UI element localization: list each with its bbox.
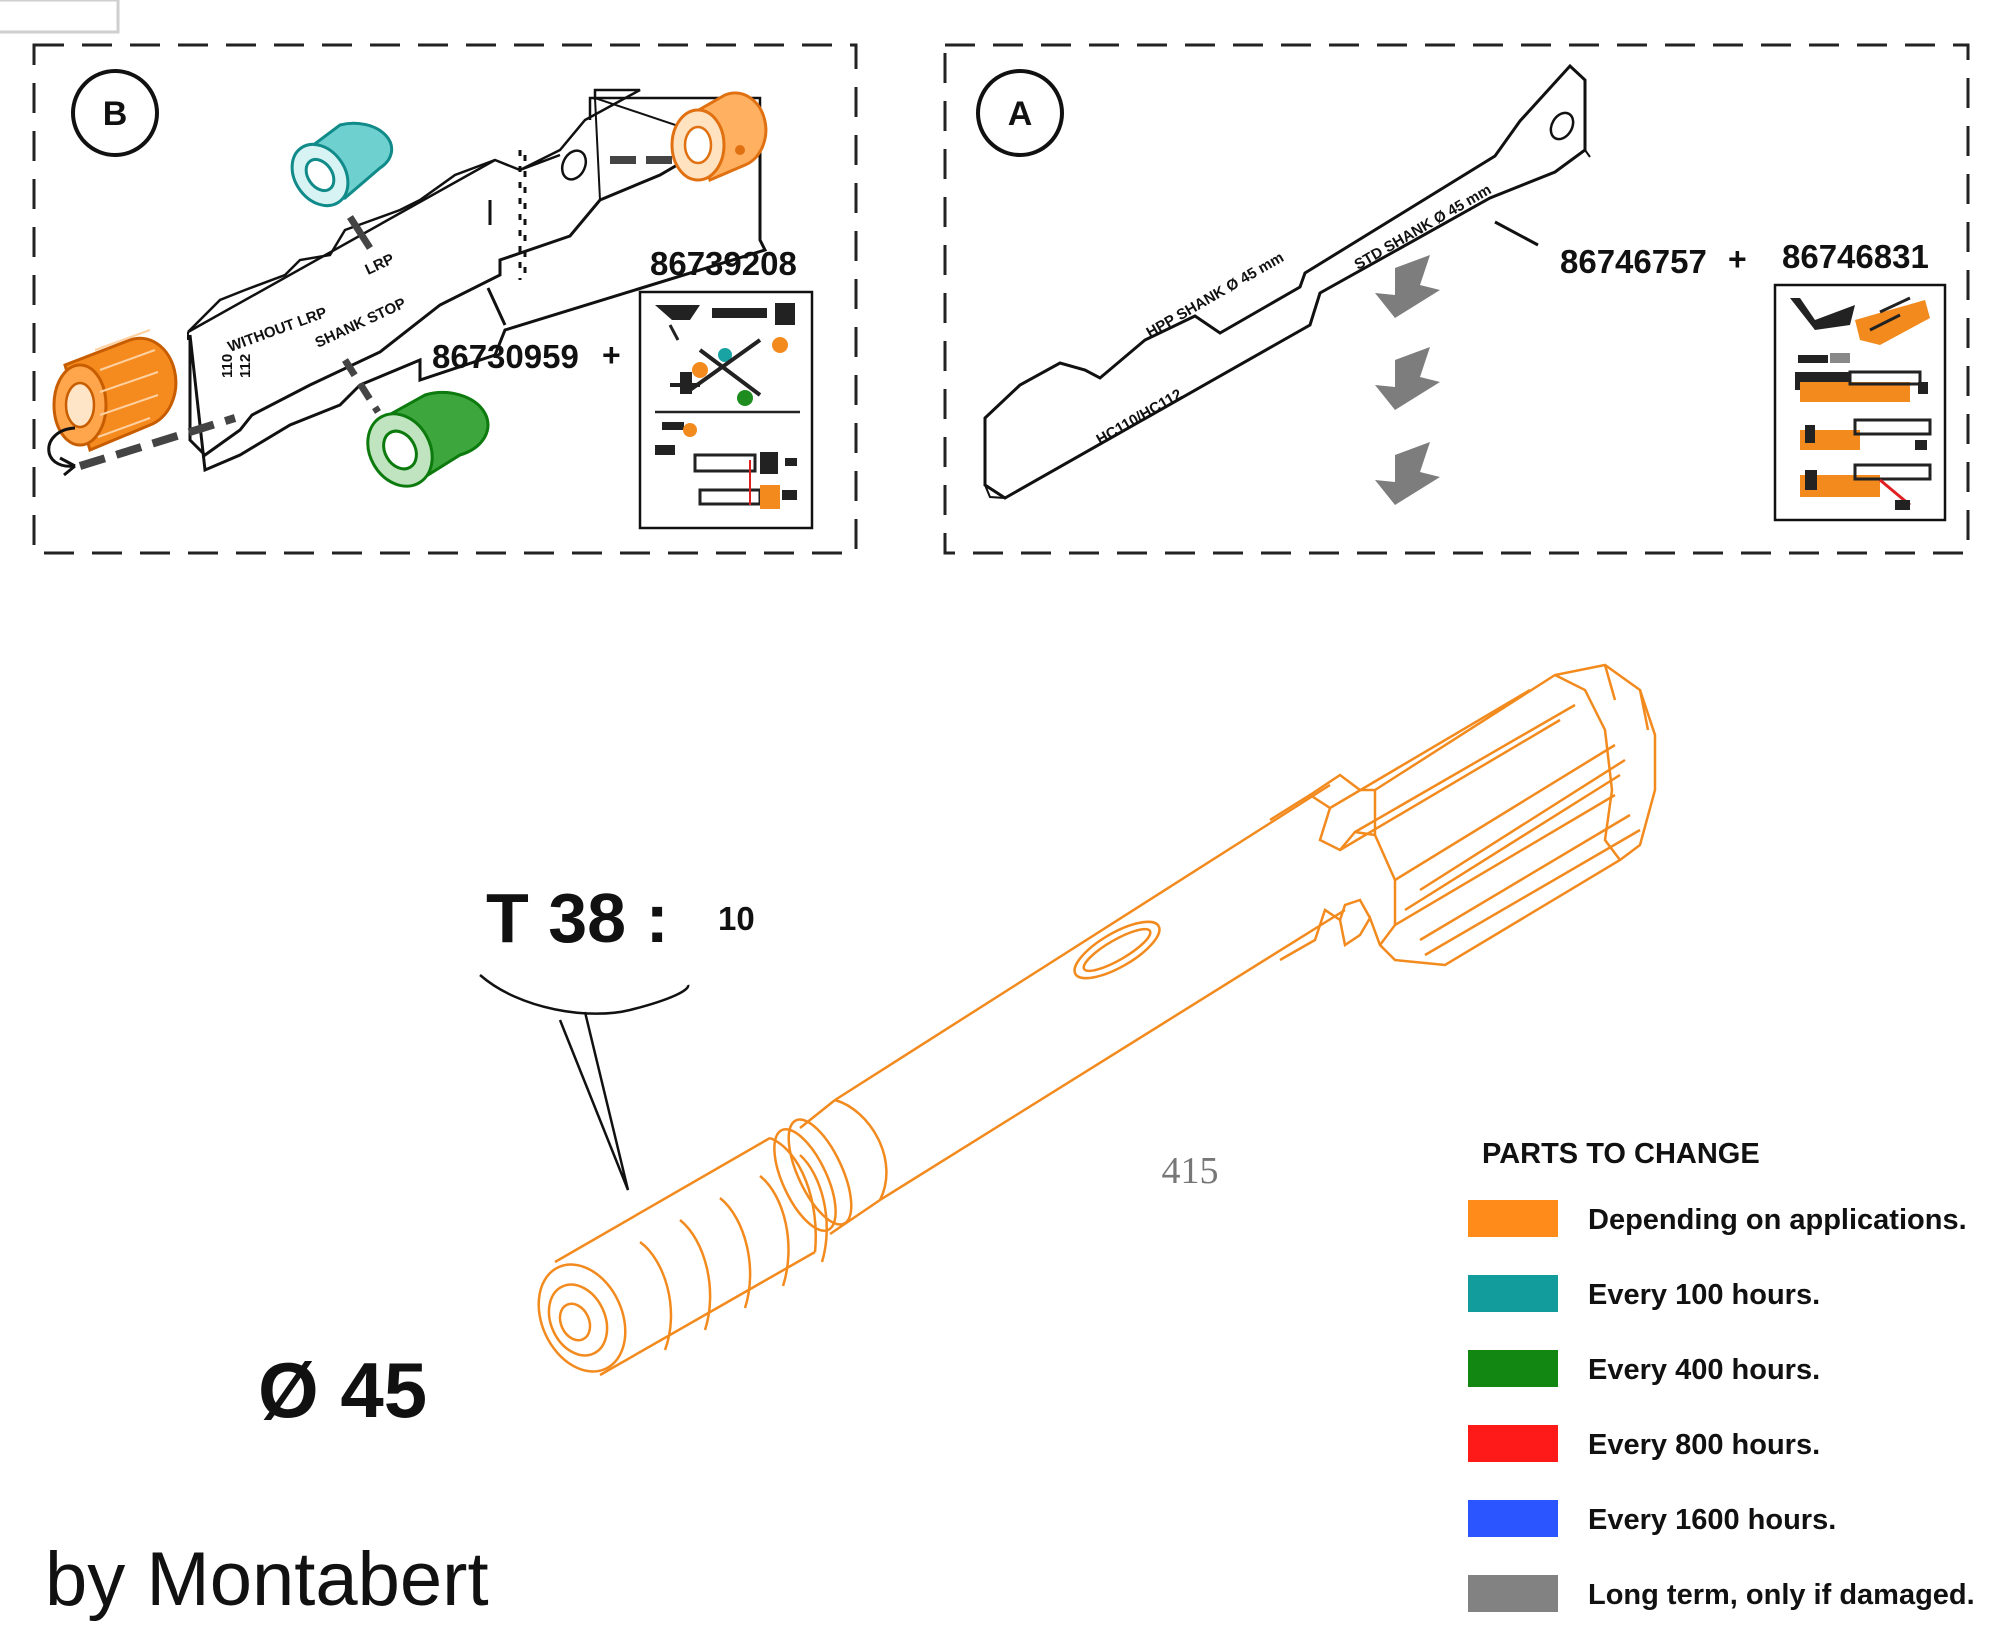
legend-swatch — [1468, 1575, 1558, 1612]
leader-part-a — [1494, 220, 1539, 247]
panel-b-card-number: 86739208 — [650, 245, 797, 282]
panel-b-label: B — [103, 95, 128, 133]
panel-a-frame — [943, 43, 1970, 555]
leader-hook-arrow — [59, 456, 76, 477]
panel-a-plus: + — [1728, 241, 1747, 277]
instruction-card-a — [1773, 283, 1947, 522]
panel-a-part-number: 86746757 — [1560, 243, 1707, 280]
legend-swatch — [1468, 1500, 1558, 1537]
legend-swatch — [1468, 1200, 1558, 1237]
legend-swatch — [1468, 1425, 1558, 1462]
bushing-cyan — [290, 121, 394, 208]
callout-thread: T 38 : — [486, 879, 669, 957]
legend-title: PARTS TO CHANGE — [1482, 1138, 1760, 1170]
diameter-label: Ø 45 — [258, 1346, 427, 1434]
arrow-down-3 — [1375, 442, 1440, 505]
shank-adapter — [537, 663, 1657, 1377]
leader-orange-left — [78, 414, 237, 470]
panel-a-label: A — [1008, 95, 1033, 133]
panel-a-card-number: 86746831 — [1782, 238, 1929, 275]
leader-cyan — [347, 215, 373, 250]
gauge-b-text-without-lrp: WITHOUT LRP — [226, 304, 330, 356]
instruction-card-b — [638, 290, 814, 530]
bushing-green — [366, 391, 490, 488]
legend-item: Depending on applications. — [1468, 1200, 1967, 1237]
legend-swatch — [1468, 1350, 1558, 1387]
gauge-b-text-112: 112 — [237, 354, 254, 378]
legend-label: Every 400 hours. — [1588, 1354, 1820, 1386]
legend-item: Every 800 hours. — [1468, 1425, 1820, 1462]
brand-label: by Montabert — [45, 1537, 489, 1622]
chuck-orange-left — [52, 329, 178, 453]
corner-frame — [0, 0, 120, 34]
legend-items: Depending on applications. Every 100 hour… — [1468, 1200, 1975, 1612]
panel-a: A HC110/HC112 HPP SHANK Ø 45 mm STD SHAN… — [943, 43, 1970, 555]
arrow-down-1 — [1375, 255, 1440, 318]
legend-item: Long term, only if damaged. — [1468, 1575, 1975, 1612]
page-number: 415 — [1162, 1150, 1219, 1192]
arrow-down-2 — [1375, 347, 1440, 410]
leader-part-b — [486, 287, 507, 326]
panel-b-frame — [32, 43, 858, 555]
leader-green — [342, 358, 381, 414]
panel-b-plus: + — [602, 337, 621, 373]
panel-a-badge — [976, 69, 1064, 157]
legend-item: Every 400 hours. — [1468, 1350, 1820, 1387]
gauge-b-text-110: 110 — [219, 354, 236, 378]
callout-bubble: T 38 : 10 — [479, 879, 755, 1191]
panel-b-badge — [71, 69, 159, 157]
legend-item: Every 100 hours. — [1468, 1275, 1820, 1312]
legend-item: Every 1600 hours. — [1468, 1500, 1836, 1537]
panel-b-part-number: 86730959 — [432, 338, 579, 375]
legend-label: Every 800 hours. — [1588, 1429, 1820, 1461]
legend-swatch — [1468, 1275, 1558, 1312]
gauge-tool-a: HC110/HC112 HPP SHANK Ø 45 mm STD SHANK … — [983, 63, 1591, 500]
arrows-down — [1375, 255, 1440, 505]
legend-label: Every 1600 hours. — [1588, 1504, 1836, 1536]
panel-b: B WITHOUT LRP LRP SHANK STOP 110 112 — [32, 43, 858, 555]
leader-hook — [47, 426, 76, 468]
legend: PARTS TO CHANGE Depending on application… — [1468, 1138, 1975, 1612]
legend-label: Every 100 hours. — [1588, 1279, 1820, 1311]
legend-label: Long term, only if damaged. — [1588, 1579, 1975, 1611]
legend-label: Depending on applications. — [1588, 1204, 1967, 1236]
gauge-b-text-lrp: LRP — [363, 251, 397, 279]
chuck-orange-top — [670, 91, 768, 183]
callout-count: 10 — [718, 900, 755, 937]
